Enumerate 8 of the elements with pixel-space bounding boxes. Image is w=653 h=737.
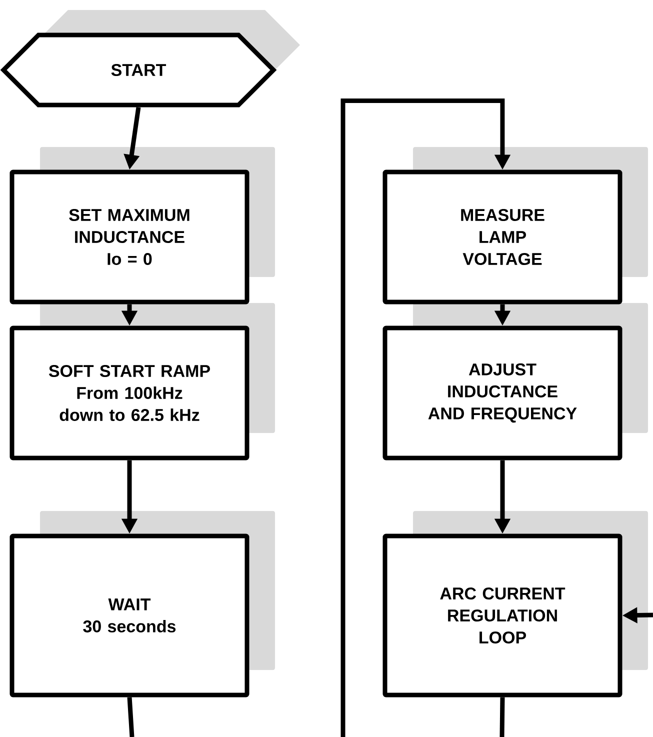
process-box: MEASURE LAMP VOLTAGE — [382, 170, 622, 304]
process-box: ADJUST INDUCTANCE AND FREQUENCY — [382, 326, 622, 460]
process-box: SOFT START RAMP From 100kHz down to 62.5 kHz — [10, 326, 250, 460]
process-box: WAIT 30 seconds — [10, 534, 250, 698]
start-terminator: START — [0, 32, 277, 108]
process-box: ARC CURRENT REGULATION LOOP — [382, 534, 622, 698]
arrow — [340, 98, 511, 737]
process-box: SET MAXIMUM INDUCTANCE Io = 0 — [10, 170, 250, 304]
